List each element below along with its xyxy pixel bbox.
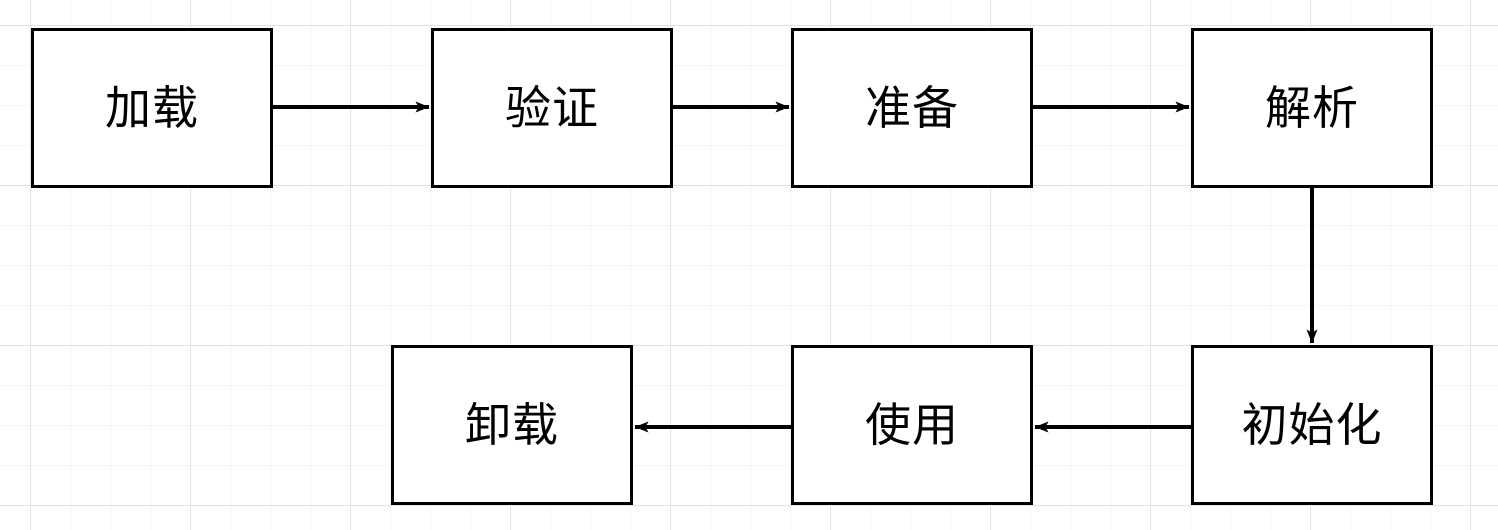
node-use-label: 使用 <box>865 399 959 451</box>
node-parse[interactable]: 解析 <box>1191 28 1433 188</box>
node-verify-label: 验证 <box>505 82 599 134</box>
node-prepare[interactable]: 准备 <box>791 28 1033 188</box>
node-load-label: 加载 <box>105 82 199 134</box>
node-load[interactable]: 加载 <box>31 28 273 188</box>
node-parse-label: 解析 <box>1265 82 1359 134</box>
node-prepare-label: 准备 <box>865 82 959 134</box>
node-use[interactable]: 使用 <box>791 345 1033 505</box>
node-init[interactable]: 初始化 <box>1191 345 1433 505</box>
node-unload[interactable]: 卸载 <box>391 345 633 505</box>
node-unload-label: 卸载 <box>465 399 559 451</box>
node-verify[interactable]: 验证 <box>431 28 673 188</box>
node-init-label: 初始化 <box>1241 399 1383 451</box>
